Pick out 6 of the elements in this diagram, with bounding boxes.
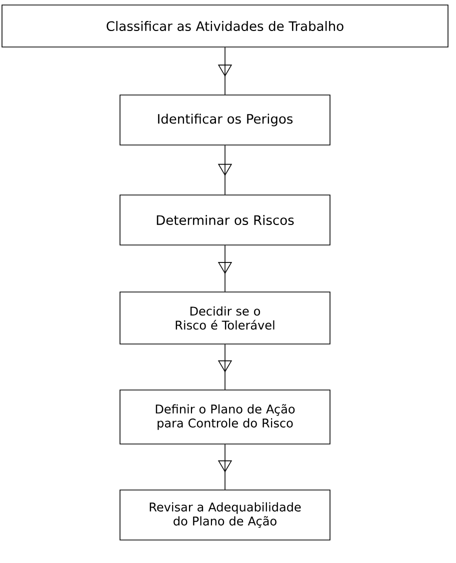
- process-box: Revisar a Adequabilidade do Plano de Ação: [120, 490, 330, 540]
- process-box: Classificar as Atividades de Trabalho: [2, 4, 448, 48]
- process-box: Determinar os Riscos: [120, 194, 330, 246]
- process-box: Identificar os Perigos: [120, 94, 330, 146]
- process-box: Definir o Plano de Ação para Controle do Risco: [120, 390, 330, 444]
- process-box: Decidir se o Risco é Tolerável: [120, 292, 330, 344]
